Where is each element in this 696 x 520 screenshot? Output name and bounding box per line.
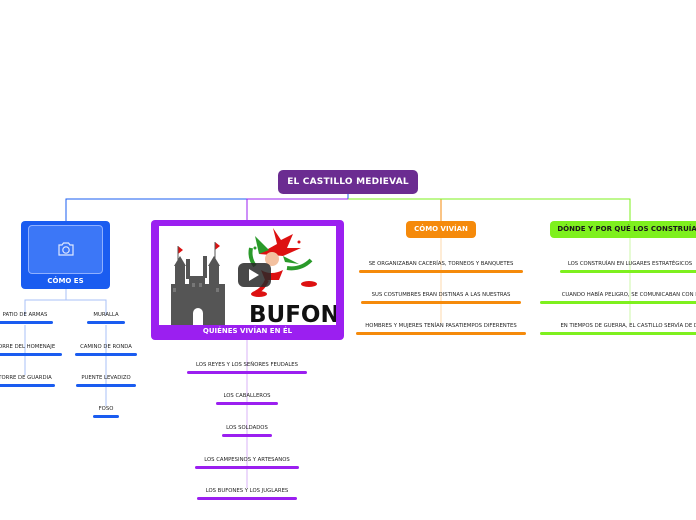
leaf-underline: [0, 353, 62, 356]
leaf-node[interactable]: HOMBRES Y MUJERES TENÍAN PASATIEMPOS DIF…: [365, 323, 517, 329]
branch-como-vivian[interactable]: CÓMO VIVÍAN: [406, 221, 476, 238]
leaf-node[interactable]: CUANDO HABÍA PELIGRO, SE COMUNICABAN CON…: [561, 292, 696, 298]
leaf-node[interactable]: SUS COSTUMBRES ERAN DISTINAS A LAS NUEST…: [371, 292, 511, 298]
branch-como-es[interactable]: CÓMO ES: [21, 221, 110, 289]
leaf-underline: [222, 434, 272, 437]
leaf-node[interactable]: LOS CONSTRUÍAN EN LUGARES ESTRATÉGICOS: [567, 261, 693, 267]
leaf-underline: [93, 415, 119, 418]
leaf-node[interactable]: FOSO: [98, 406, 114, 412]
leaf-node[interactable]: LOS SOLDADOS: [226, 425, 268, 431]
castle-jester-image[interactable]: BUFON: [159, 226, 336, 325]
leaf-underline: [197, 497, 297, 500]
connector: [348, 198, 442, 221]
leaf-node[interactable]: LOS BUFONES Y LOS JUGLARES: [205, 488, 289, 494]
leaf-underline: [540, 301, 696, 304]
leaf-node[interactable]: CAMINO DE RONDA: [80, 344, 132, 350]
root-node[interactable]: EL CASTILLO MEDIEVAL: [278, 170, 418, 194]
leaf-node[interactable]: TORRE DEL HOMENAJE: [0, 344, 56, 350]
play-button[interactable]: [238, 263, 271, 287]
leaf-node[interactable]: PATIO DE ARMAS: [2, 312, 48, 318]
connector: [246, 198, 348, 220]
leaf-underline: [87, 321, 125, 324]
branch-label: QUIÉNES VIVÍAN EN ÉL: [202, 327, 293, 335]
leaf-underline: [76, 384, 136, 387]
leaf-node[interactable]: PUENTE LEVADIZO: [81, 375, 131, 381]
leaf-underline: [356, 332, 526, 335]
leaf-underline: [216, 402, 278, 405]
leaf-underline: [0, 321, 53, 324]
leaf-node[interactable]: EN TIEMPOS DE GUERRA, EL CASTILLO SERVÍA…: [560, 323, 696, 329]
connector: [66, 299, 107, 316]
camera-icon: [58, 242, 74, 256]
leaf-underline: [195, 466, 299, 469]
leaf-underline: [0, 384, 55, 387]
leaf-underline: [540, 332, 696, 335]
leaf-node[interactable]: MURALLA: [93, 312, 119, 318]
connector: [65, 194, 349, 221]
leaf-underline: [75, 353, 137, 356]
leaf-node[interactable]: TORRE DE GUARDIA: [0, 375, 52, 381]
leaf-node[interactable]: LOS CAMPESINOS Y ARTESANOS: [204, 457, 290, 463]
leaf-underline: [560, 270, 696, 273]
leaf-node[interactable]: LOS REYES Y LOS SEÑORES FEUDALES: [196, 362, 298, 368]
branch-label: CÓMO ES: [47, 277, 84, 285]
leaf-node[interactable]: SE ORGANIZABAN CACERÍAS, TORNEOS Y BANQU…: [368, 261, 514, 267]
play-icon: [249, 269, 259, 281]
branch-quienes[interactable]: BUFON QUIÉNES VIVÍAN EN ÉL: [151, 220, 344, 340]
image-title-text: BUFON: [249, 302, 336, 325]
leaf-underline: [187, 371, 307, 374]
leaf-underline: [359, 270, 523, 273]
connector: [24, 289, 67, 316]
image-placeholder[interactable]: [28, 225, 103, 274]
branch-donde[interactable]: DÓNDE Y POR QUÉ LOS CONSTRUÍAN: [550, 221, 696, 238]
connector: [348, 198, 631, 221]
leaf-node[interactable]: LOS CABALLEROS: [223, 393, 271, 399]
castle-illustration: BUFON: [171, 228, 336, 325]
leaf-underline: [361, 301, 521, 304]
